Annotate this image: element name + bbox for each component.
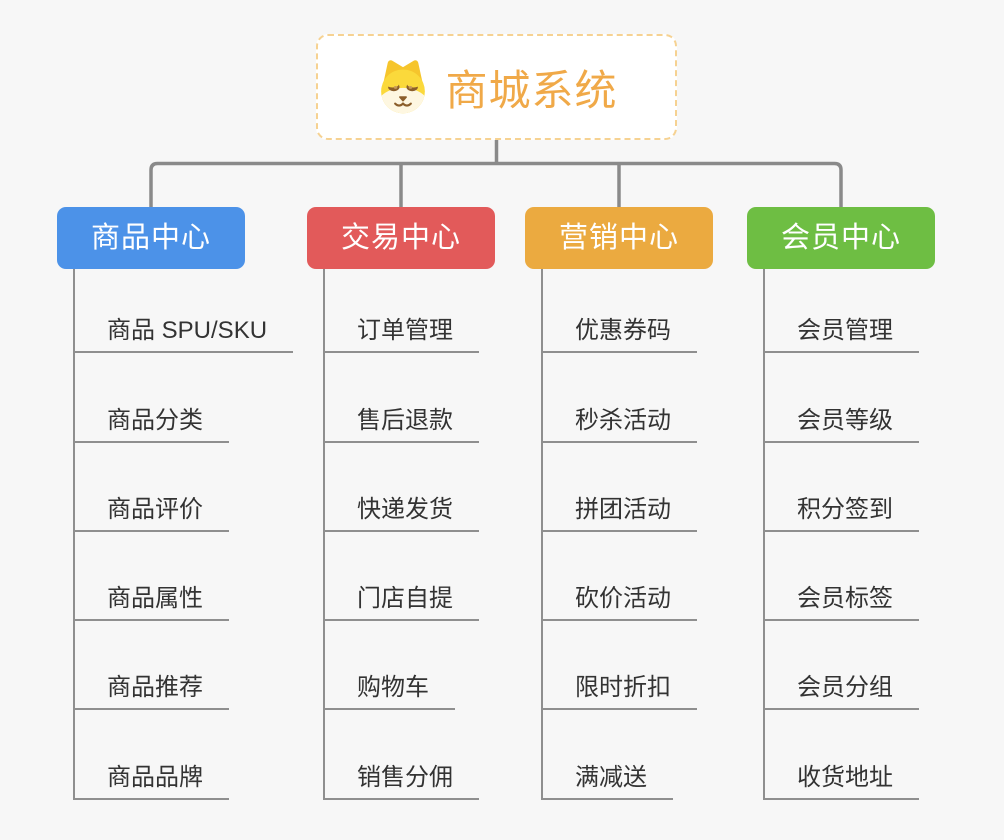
branch-member-center: 会员中心 会员管理 会员等级 积分签到 会员标签 会员分组 收货地址 xyxy=(747,207,935,800)
branch-topic-product-center[interactable]: 商品中心 xyxy=(57,207,245,269)
child-topic-row: 商品 SPU/SKU xyxy=(73,264,294,354)
child-topic-row: 砍价活动 xyxy=(541,532,697,622)
child-topic-row: 会员分组 xyxy=(763,621,919,711)
child-topic[interactable]: 商品分类 xyxy=(73,400,229,443)
child-topic[interactable]: 拼团活动 xyxy=(541,489,697,532)
branch-topic-trade-center[interactable]: 交易中心 xyxy=(307,207,495,269)
child-topic-row: 门店自提 xyxy=(323,532,479,622)
child-topic[interactable]: 门店自提 xyxy=(323,578,479,622)
child-topic-row: 会员管理 xyxy=(763,264,919,354)
child-topic[interactable]: 秒杀活动 xyxy=(541,400,697,443)
child-topic-row: 销售分佣 xyxy=(323,710,479,800)
child-topic-row: 会员等级 xyxy=(763,353,919,443)
child-topic-row: 商品属性 xyxy=(73,532,293,622)
child-topic[interactable]: 收货地址 xyxy=(763,757,919,800)
child-topic[interactable]: 售后退款 xyxy=(323,400,479,443)
child-topic-row: 商品评价 xyxy=(73,443,293,532)
branch-children: 商品 SPU/SKU 商品分类 商品评价 商品属性 商品推荐 商品品牌 xyxy=(73,264,294,800)
branch-product-center: 商品中心 商品 SPU/SKU 商品分类 商品评价 商品属性 商品推荐 商品品牌 xyxy=(57,207,294,800)
child-topic-row: 订单管理 xyxy=(323,264,479,354)
branch-trade-center: 交易中心 订单管理 售后退款 快递发货 门店自提 购物车 销售分佣 xyxy=(307,207,495,800)
branch-children: 订单管理 售后退款 快递发货 门店自提 购物车 销售分佣 xyxy=(323,264,479,800)
child-topic[interactable]: 优惠券码 xyxy=(541,310,697,354)
dog-face-icon xyxy=(381,60,426,114)
child-topic[interactable]: 会员管理 xyxy=(763,310,919,354)
child-topic[interactable]: 快递发货 xyxy=(323,489,479,532)
child-topic[interactable]: 销售分佣 xyxy=(323,757,479,800)
child-topic[interactable]: 商品评价 xyxy=(73,489,229,532)
child-topic-row: 商品推荐 xyxy=(73,621,293,711)
child-topic-row: 满减送 xyxy=(541,710,697,800)
child-topic-row: 快递发货 xyxy=(323,443,479,532)
branch-topic-marketing-center[interactable]: 营销中心 xyxy=(525,207,713,269)
branch-rail-connector xyxy=(149,161,843,207)
child-topic[interactable]: 满减送 xyxy=(541,757,673,800)
child-topic[interactable]: 商品 SPU/SKU xyxy=(73,310,294,354)
child-topic[interactable]: 商品属性 xyxy=(73,578,229,622)
child-topic[interactable]: 积分签到 xyxy=(763,489,919,532)
child-topic[interactable]: 会员等级 xyxy=(763,400,919,443)
branch-marketing-center: 营销中心 优惠券码 秒杀活动 拼团活动 砍价活动 限时折扣 满减送 xyxy=(525,207,713,800)
child-topic-row: 积分签到 xyxy=(763,443,919,532)
child-topic[interactable]: 会员分组 xyxy=(763,667,919,711)
child-topic[interactable]: 订单管理 xyxy=(323,310,479,354)
branch-topic-member-center[interactable]: 会员中心 xyxy=(747,207,935,269)
child-topic[interactable]: 砍价活动 xyxy=(541,578,697,622)
child-topic[interactable]: 商品推荐 xyxy=(73,667,229,711)
child-topic-row: 购物车 xyxy=(323,621,479,711)
child-topic[interactable]: 会员标签 xyxy=(763,578,919,622)
branch-children: 优惠券码 秒杀活动 拼团活动 砍价活动 限时折扣 满减送 xyxy=(541,264,697,800)
child-topic-row: 收货地址 xyxy=(763,710,919,800)
branch-children: 会员管理 会员等级 积分签到 会员标签 会员分组 收货地址 xyxy=(763,264,919,800)
child-topic-row: 秒杀活动 xyxy=(541,353,697,443)
child-topic-row: 商品品牌 xyxy=(73,710,293,800)
child-topic[interactable]: 购物车 xyxy=(323,667,455,711)
child-topic[interactable]: 限时折扣 xyxy=(541,667,697,711)
child-topic-row: 会员标签 xyxy=(763,532,919,622)
child-topic[interactable]: 商品品牌 xyxy=(73,757,229,800)
child-topic-row: 商品分类 xyxy=(73,353,293,443)
root-topic[interactable]: 商城系统 xyxy=(316,34,677,140)
child-topic-row: 拼团活动 xyxy=(541,443,697,532)
child-topic-row: 售后退款 xyxy=(323,353,479,443)
child-topic-row: 优惠券码 xyxy=(541,264,697,354)
root-topic-label: 商城系统 xyxy=(445,66,618,114)
child-topic-row: 限时折扣 xyxy=(541,621,697,711)
